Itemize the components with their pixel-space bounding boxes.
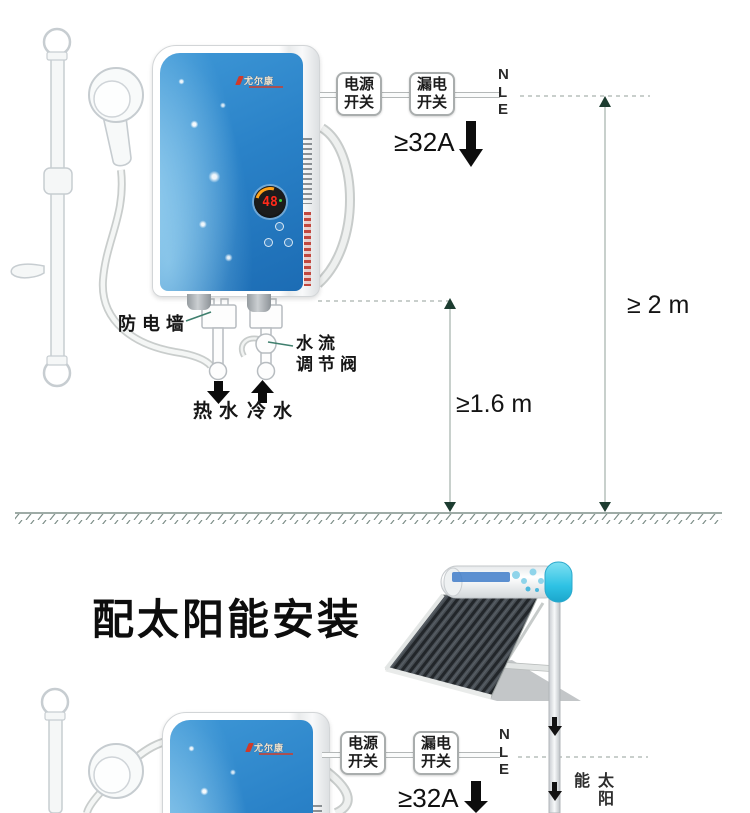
brand-logo: 尤尔康	[235, 74, 275, 87]
hot-water-label: 热水	[193, 401, 246, 422]
install-height-label: ≥1.6 m	[456, 390, 533, 418]
solar-pipe-label: 太阳能	[571, 772, 612, 808]
heater-button	[284, 238, 293, 247]
tank-floral-pattern	[512, 568, 544, 592]
leakage-switch-box-bottom: 漏电 开关	[413, 731, 459, 775]
power-wire-bottom	[322, 752, 500, 758]
solar-water-heater	[384, 561, 581, 813]
heater-button	[275, 222, 284, 231]
terminal-n: N	[498, 66, 509, 83]
anti-electric-wall-label: 防电墙	[118, 314, 190, 334]
ground-line	[15, 512, 722, 524]
solar-section-heading: 配太阳能安装	[92, 596, 363, 643]
shower-rail-bottom	[40, 687, 70, 813]
leakage-switch-label-line2: 开关	[416, 94, 447, 111]
instant-water-heater-bottom: 尤尔康	[162, 712, 330, 813]
power-switch-label-line1: 电源	[343, 76, 374, 93]
brand-logo: 尤尔康	[245, 741, 285, 754]
power-switch-box-bottom: 电源 开关	[340, 731, 386, 775]
hot-water-arrow	[207, 381, 230, 404]
temperature-display: 48	[254, 186, 286, 218]
hot-water-outlet-stub	[187, 294, 211, 310]
leakage-switch-box-top: 漏电 开关	[409, 72, 455, 116]
hand-shower-bottom	[83, 736, 170, 813]
heater-front-panel	[170, 720, 313, 813]
leakage-switch-label-line1: 漏电	[416, 76, 447, 93]
brand-subtext-bar	[249, 86, 283, 88]
pipe-flow-arrows	[548, 717, 562, 801]
leakage-switch-label-line2: 开关	[420, 753, 451, 770]
flow-valve-label: 水流 调节阀	[296, 333, 362, 375]
wall-height-label: ≥ 2 m	[627, 291, 690, 319]
terminal-e: E	[499, 761, 510, 778]
temperature-value: 48	[262, 194, 278, 210]
heater-button	[264, 238, 273, 247]
power-switch-label-line1: 电源	[347, 735, 378, 752]
dimension-line-2m	[599, 96, 611, 512]
hand-shower-top	[88, 67, 215, 369]
terminal-n: N	[499, 726, 510, 743]
leakage-switch-label-line1: 漏电	[420, 735, 451, 752]
brand-subtext-bar	[259, 753, 293, 755]
power-switch-label-line2: 开关	[343, 94, 374, 111]
heater-front-panel	[160, 53, 303, 291]
terminal-e: E	[498, 101, 509, 118]
current-down-arrow-top	[459, 121, 483, 167]
power-switch-label-line2: 开关	[347, 753, 378, 770]
breaker-rating-bottom: ≥32A	[398, 783, 459, 813]
brand-name: 尤尔康	[254, 743, 285, 753]
dashed-reference-lines	[318, 95, 650, 758]
dimension-line-1-6m	[444, 298, 456, 512]
side-spec-label	[303, 138, 312, 204]
side-spec-label	[313, 805, 322, 813]
wire-terminal-labels-bottom: N L E	[499, 726, 510, 779]
solar-pipe	[548, 593, 561, 813]
wire-terminal-labels-top: N L E	[498, 66, 509, 119]
cold-water-label: 冷水	[247, 401, 300, 422]
cold-water-inlet-stub	[247, 294, 271, 312]
heater-hose-top	[314, 123, 355, 288]
breaker-rating-top: ≥32A	[394, 127, 455, 157]
side-warning-label	[304, 212, 311, 286]
brand-logo-mark-icon	[245, 743, 254, 752]
flow-valve-label-line2: 调节阀	[296, 355, 362, 374]
flow-valve-label-line1: 水流	[296, 334, 340, 353]
instant-water-heater-top: 尤尔康 48	[152, 45, 320, 312]
label-pointer-lines	[185, 311, 294, 347]
shower-rail-top	[10, 27, 73, 388]
terminal-l: L	[499, 743, 509, 761]
terminal-l: L	[498, 83, 508, 101]
tank-end-cap	[544, 561, 573, 603]
power-switch-box-top: 电源 开关	[336, 72, 382, 116]
brand-logo-mark-icon	[235, 76, 244, 85]
current-down-arrow-bottom	[464, 781, 488, 813]
brand-name: 尤尔康	[244, 76, 275, 86]
cold-water-arrow	[251, 380, 274, 403]
